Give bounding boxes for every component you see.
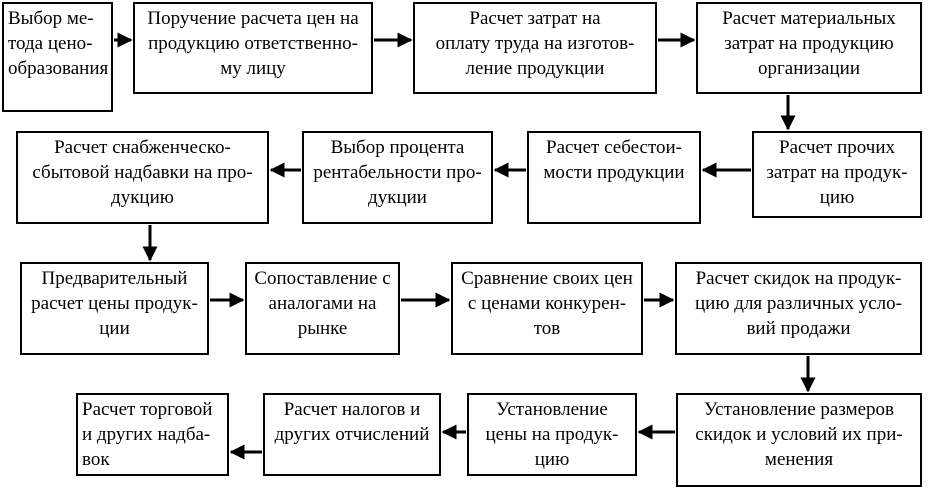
step-5-other-costs: Расчет прочих затрат на продук- цию bbox=[752, 131, 922, 218]
step-6-cost-price: Расчет себестои- мости продукции bbox=[527, 131, 701, 224]
step-9-preliminary-price: Предварительный расчет цены продук- ции bbox=[20, 262, 209, 355]
step-1-pricing-method: Выбор ме- тода цено- образования bbox=[2, 2, 113, 112]
step-14-set-price: Установление цены на продук- цию bbox=[467, 393, 637, 476]
step-8-supply-markup: Расчет снабженческо- сбытовой надбавки н… bbox=[16, 131, 269, 224]
step-11-competitor-prices: Сравнение своих цен с ценами конкурен- т… bbox=[451, 262, 643, 355]
step-12-discount-calc: Расчет скидок на продук- цию для различн… bbox=[675, 262, 922, 355]
step-10-market-comparison: Сопоставление с аналогами на рынке bbox=[245, 262, 400, 355]
step-7-profit-percent: Выбор процента рентабельности про- дукци… bbox=[302, 131, 493, 224]
step-15-taxes: Расчет налогов и других отчислений bbox=[263, 393, 441, 476]
step-16-trade-markup: Расчет торговой и других надба- вок bbox=[76, 393, 229, 476]
step-2-assign-responsible: Поручение расчета цен на продукцию ответ… bbox=[133, 2, 373, 94]
step-3-labor-costs: Расчет затрат на оплату труда на изготов… bbox=[413, 2, 657, 94]
step-13-discount-terms: Установление размеров скидок и условий и… bbox=[676, 393, 922, 487]
step-4-material-costs: Расчет материальных затрат на продукцию … bbox=[696, 2, 922, 94]
